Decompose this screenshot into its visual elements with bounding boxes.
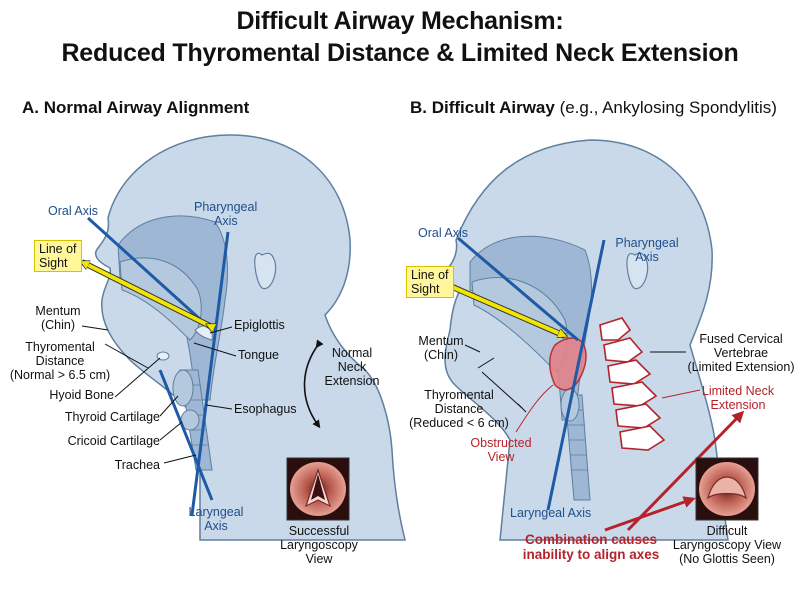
panel-b-line-of-sight-label: Line of Sight xyxy=(406,266,454,298)
panel-a-hyoid-label: Hyoid Bone xyxy=(49,388,114,402)
panel-a-line-of-sight-1: Line of xyxy=(39,242,77,256)
panel-b-obstructed-1: Obstructed xyxy=(470,436,532,450)
panel-a-thyromental-2: Distance xyxy=(35,354,85,368)
panel-b-pharyngeal-axis-2: Axis xyxy=(635,250,659,264)
panel-b-mentum-2: (Chin) xyxy=(423,348,459,362)
panel-a-heading: A. Normal Airway Alignment xyxy=(22,98,249,118)
panel-b-combo-1: Combination causes xyxy=(524,532,658,547)
panel-b-view-3: (No Glottis Seen) xyxy=(679,552,775,566)
panel-b-combination-arrow-1 xyxy=(626,410,745,532)
panel-b-fused-vertebrae xyxy=(599,317,666,451)
panel-a-normal-neck-label: Normal Neck Extension xyxy=(322,346,382,388)
panel-a-oral-axis-label: Oral Axis xyxy=(48,204,99,218)
panel-b-head xyxy=(444,139,729,541)
panel-b-thyromental-1: Thyromental xyxy=(424,388,494,402)
panel-b-pharyngeal-axis-line xyxy=(546,239,606,511)
panel-b-thyromental-3: (Reduced < 6 cm) xyxy=(409,416,509,430)
panel-b-heading-bold: B. Difficult Airway xyxy=(410,98,555,117)
panel-b-pharyngeal-axis-label: Pharyngeal Axis xyxy=(612,236,682,264)
panel-a-view-3: View xyxy=(305,552,333,566)
panel-a-head xyxy=(94,134,406,541)
panel-b-line-of-sight-arrow xyxy=(449,284,563,335)
panel-a-heading-text: A. Normal Airway Alignment xyxy=(22,98,250,117)
panel-a-line-of-sight-2: Sight xyxy=(39,256,68,270)
panel-a-mentum-label: Mentum (Chin) xyxy=(34,304,82,332)
panel-b-limited-label: Limited Neck Extension xyxy=(700,384,776,412)
panel-b-oral-axis-line xyxy=(457,236,579,342)
panel-b-heading: B. Difficult Airway (e.g., Ankylosing Sp… xyxy=(410,98,777,118)
panel-b-line-of-sight-1: Line of xyxy=(411,268,449,282)
panel-a-neck-extension-arrow xyxy=(303,339,324,429)
panel-a-view-1: Successful xyxy=(288,524,350,538)
panel-a-thyromental-label: Thyromental Distance (Normal > 6.5 cm) xyxy=(4,340,116,382)
panel-b-view-caption: Difficult Laryngoscopy View (No Glottis … xyxy=(672,524,782,566)
panel-a-normal-neck-3: Extension xyxy=(324,374,380,388)
panel-a-esophagus-label: Esophagus xyxy=(234,402,297,416)
panel-b-obstructed-label: Obstructed View xyxy=(466,436,536,464)
panel-a-mentum-2: (Chin) xyxy=(40,318,76,332)
panel-b-combination-label: Combination causes inability to align ax… xyxy=(516,532,666,562)
panel-b-view-1: Difficult xyxy=(706,524,748,538)
panel-a-laryngeal-axis-line xyxy=(158,369,214,501)
panel-a-normal-neck-1: Normal xyxy=(331,346,373,360)
panel-a-line-of-sight-label: Line of Sight xyxy=(34,240,82,272)
panel-a-pharyngeal-axis-label-2: Axis xyxy=(214,214,238,228)
main-title-line1: Difficult Airway Mechanism: xyxy=(236,7,564,35)
panel-b-obstructed-2: View xyxy=(487,450,515,464)
panel-a-pharyngeal-axis-label-1: Pharyngeal xyxy=(194,200,258,214)
panel-a-line-of-sight-arrow xyxy=(84,263,210,326)
panel-a-laryngeal-axis-2: Axis xyxy=(204,519,228,533)
panel-b-fused-3: (Limited Extension) xyxy=(687,360,795,374)
panel-b-line-of-sight-2: Sight xyxy=(411,282,440,296)
panel-a-cricoid-cartilage-label: Cricoid Cartilage xyxy=(67,434,160,448)
panel-a-tongue-label: Tongue xyxy=(238,348,280,362)
panel-a-view-2: Laryngoscopy xyxy=(280,538,358,552)
panel-b-combo-2: inability to align axes xyxy=(522,547,660,562)
panel-a-laryngeal-axis-label: Laryngeal Axis xyxy=(186,505,246,533)
panel-a-normal-neck-2: Neck xyxy=(337,360,367,374)
panel-a-view-caption: Successful Laryngoscopy View xyxy=(278,524,360,566)
panel-a-thyroid-cartilage-label: Thyroid Cartilage xyxy=(64,410,160,424)
panel-b-fused-2: Vertebrae xyxy=(713,346,769,360)
main-title-line2: Reduced Thyromental Distance & Limited N… xyxy=(61,39,739,67)
panel-b-thyromental-label: Thyromental Distance (Reduced < 6 cm) xyxy=(406,388,512,430)
panel-b-view-2: Laryngoscopy View xyxy=(672,538,782,552)
panel-b-limited-2: Extension xyxy=(710,398,766,412)
panel-b-fused-label: Fused Cervical Vertebrae (Limited Extens… xyxy=(686,332,796,374)
panel-b-thyromental-2: Distance xyxy=(434,402,484,416)
panel-a-trachea-label: Trachea xyxy=(114,458,160,472)
panel-b-mentum-1: Mentum xyxy=(418,334,464,348)
panel-b-mentum-label: Mentum (Chin) xyxy=(416,334,466,362)
panel-b-fused-1: Fused Cervical xyxy=(699,332,783,346)
panel-a-laryngeal-axis-1: Laryngeal xyxy=(188,505,244,519)
panel-b-oral-axis-label: Oral Axis xyxy=(418,226,469,240)
panel-a-epiglottis-label: Epiglottis xyxy=(234,318,285,332)
panel-a-thyromental-1: Thyromental xyxy=(25,340,95,354)
panel-a-mentum-1: Mentum xyxy=(35,304,81,318)
panel-b-laryngeal-axis-label: Laryngeal Axis xyxy=(510,506,592,520)
panel-b-pharyngeal-axis-1: Pharyngeal xyxy=(615,236,679,250)
panel-a-thyromental-3: (Normal > 6.5 cm) xyxy=(9,368,111,382)
panel-b-heading-rest: (e.g., Ankylosing Spondylitis) xyxy=(554,98,777,117)
panel-b-combination-arrow-2 xyxy=(604,496,696,532)
panel-b-limited-1: Limited Neck xyxy=(701,384,775,398)
